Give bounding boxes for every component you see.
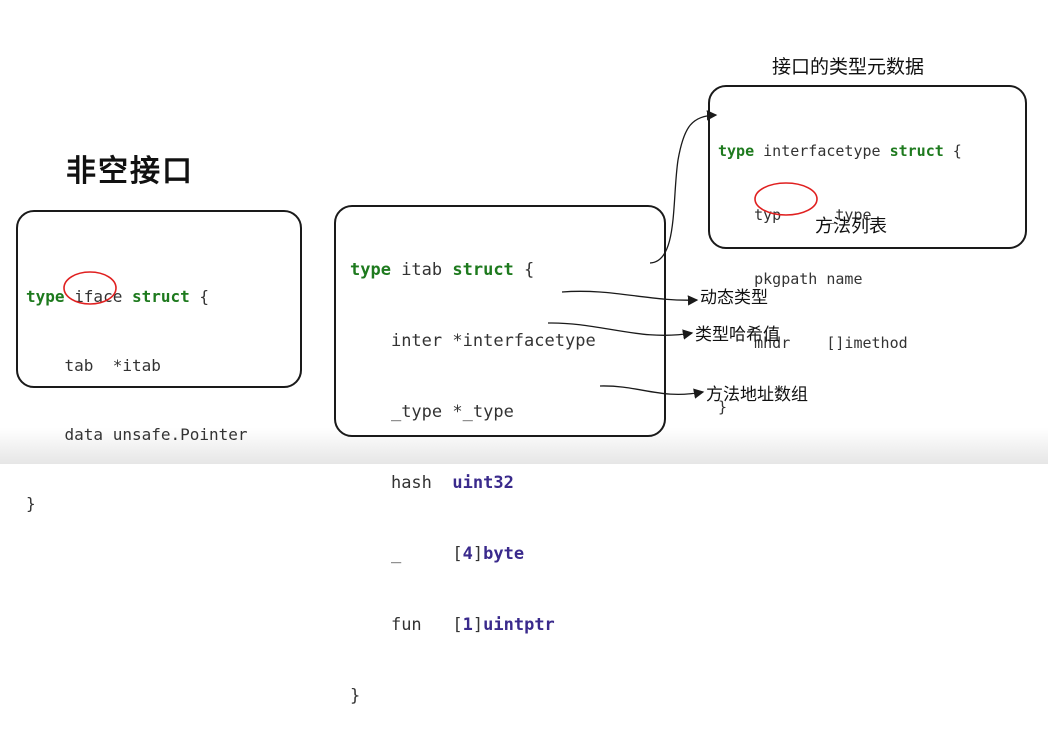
itab-field-type: _type *_type [390, 402, 514, 422]
method-address-array-label: 方法地址数组 [706, 385, 808, 405]
hash-to-type-hash-arrow [547, 322, 694, 340]
interfacetype-field-typ: typ _type [754, 206, 872, 224]
itab-field-fun: fun [1]uintptr [390, 615, 555, 635]
tab-highlight-circle [63, 271, 117, 305]
itab-field-pad: _ [4]byte [390, 544, 525, 564]
interfacetype-struct-code: type interfacetype struct { typ _type pk… [718, 101, 962, 439]
itab-struct-box [334, 205, 666, 437]
iface-struct-box [16, 210, 302, 388]
iface-close-brace: } [26, 494, 36, 513]
nonempty-interface-title: 非空接口 [66, 154, 194, 189]
interfacetype-close-brace: } [718, 398, 728, 416]
method-list-label: 方法列表 [815, 216, 887, 237]
interfacetype-struct-box [708, 85, 1027, 249]
type-to-dynamic-type-arrow [561, 290, 699, 306]
interfacetype-field-mhdr: mhdr []imethod [754, 334, 908, 352]
itab-header: type itab struct { [350, 260, 535, 280]
mhdr-highlight-circle [754, 182, 818, 216]
itab-field-hash: hash uint32 [390, 473, 514, 493]
interfacetype-header: type interfacetype struct { [718, 142, 962, 160]
interfacetype-field-pkgpath: pkgpath name [754, 270, 863, 288]
interface-metadata-title: 接口的类型元数据 [772, 56, 925, 78]
itab-field-inter: inter *interfacetype [390, 331, 596, 351]
dynamic-type-label: 动态类型 [700, 288, 768, 308]
iface-field-tab: tab *itab [64, 356, 161, 375]
itab-close-brace: } [350, 686, 361, 706]
inter-to-interfacetype-arrow [649, 110, 718, 264]
connector-overlay [63, 110, 818, 399]
fun-to-method-address-arrow [599, 385, 705, 399]
type-hash-label: 类型哈希值 [695, 325, 780, 345]
iface-struct-code: type iface struct { tab *itab data unsaf… [26, 243, 248, 538]
iface-header: type iface struct { [26, 287, 210, 306]
iface-field-data: data unsafe.Pointer [64, 425, 248, 444]
